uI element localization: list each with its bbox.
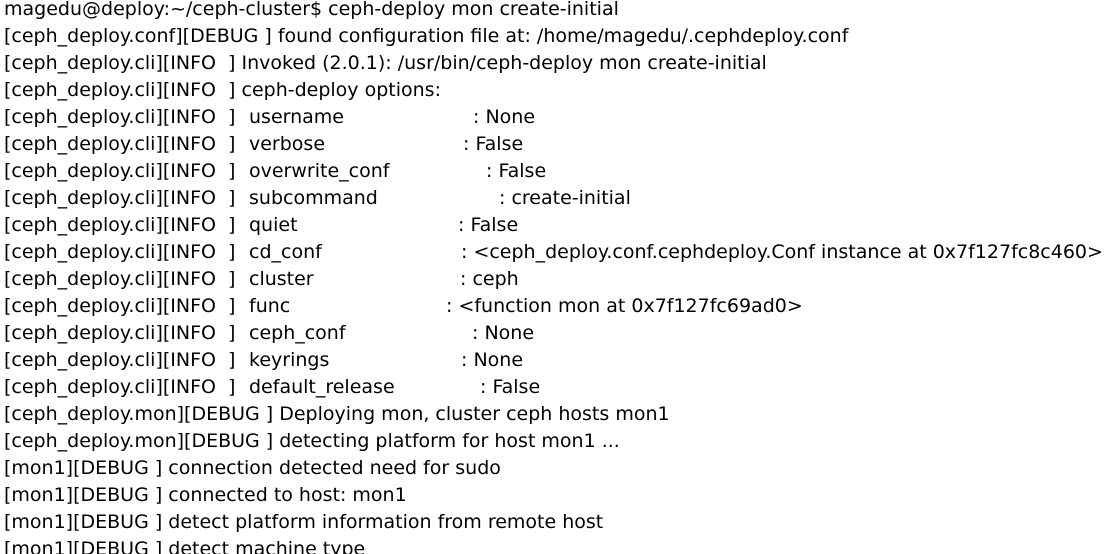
option-value: : <function mon at 0x7f127fc69ad0>: [446, 295, 803, 317]
option-line: [ceph_deploy.cli][INFO ] func : <function …: [4, 293, 1110, 320]
option-prefix: [ceph_deploy.cli][INFO ]: [4, 187, 236, 209]
option-prefix: [ceph_deploy.cli][INFO ]: [4, 160, 236, 182]
log-line: [mon1][DEBUG ] connected to host: mon1: [4, 484, 407, 506]
option-value: : False: [458, 214, 519, 236]
option-value: : False: [486, 160, 547, 182]
option-prefix: [ceph_deploy.cli][INFO ]: [4, 295, 236, 317]
option-name: ceph_conf: [249, 322, 346, 344]
option-value: : None: [472, 322, 535, 344]
option-value: : <ceph_deploy.conf.cephdeploy.Conf inst…: [461, 241, 1103, 263]
log-line: [ceph_deploy.mon][DEBUG ] detecting plat…: [4, 430, 620, 452]
option-line: [ceph_deploy.cli][INFO ] verbose : False: [4, 131, 1110, 158]
option-name: cluster: [249, 268, 314, 290]
log-line: [mon1][DEBUG ] connection detected need …: [4, 457, 501, 479]
option-prefix: [ceph_deploy.cli][INFO ]: [4, 241, 236, 263]
option-line: [ceph_deploy.cli][INFO ] subcommand : crea…: [4, 185, 1110, 212]
option-prefix: [ceph_deploy.cli][INFO ]: [4, 349, 236, 371]
log-line: [mon1][DEBUG ] detect machine type: [4, 538, 366, 554]
option-line: [ceph_deploy.cli][INFO ] quiet : False: [4, 212, 1110, 239]
option-prefix: [ceph_deploy.cli][INFO ]: [4, 268, 236, 290]
option-prefix: [ceph_deploy.cli][INFO ]: [4, 376, 236, 398]
option-name: default_release: [249, 376, 395, 398]
log-line: [mon1][DEBUG ] detect platform informati…: [4, 511, 604, 533]
option-value: : None: [461, 349, 524, 371]
option-value: : None: [473, 106, 536, 128]
option-name: overwrite_conf: [249, 160, 390, 182]
option-value: : False: [463, 133, 524, 155]
option-line: [ceph_deploy.cli][INFO ] default_release:…: [4, 374, 1110, 401]
option-name: username: [249, 106, 344, 128]
log-line: [ceph_deploy.mon][DEBUG ] Deploying mon,…: [4, 403, 670, 425]
option-line: [ceph_deploy.cli][INFO ] overwrite_conf : …: [4, 158, 1110, 185]
option-prefix: [ceph_deploy.cli][INFO ]: [4, 214, 236, 236]
option-line: [ceph_deploy.cli][INFO ] keyrings : None: [4, 347, 1110, 374]
option-value: : create-initial: [499, 187, 631, 209]
option-line: [ceph_deploy.cli][INFO ] cluster : ceph: [4, 266, 1110, 293]
option-name: verbose: [249, 133, 326, 155]
prompt-line: magedu@deploy:~/ceph-cluster$ ceph-deplo…: [4, 0, 619, 20]
log-line: [ceph_deploy.cli][INFO ] ceph-deploy opt…: [4, 79, 441, 101]
option-prefix: [ceph_deploy.cli][INFO ]: [4, 106, 236, 128]
option-line: [ceph_deploy.cli][INFO ] username : None: [4, 104, 1110, 131]
option-value: : False: [480, 376, 541, 398]
log-line: [ceph_deploy.cli][INFO ] Invoked (2.0.1)…: [4, 52, 767, 74]
option-prefix: [ceph_deploy.cli][INFO ]: [4, 322, 236, 344]
option-line: [ceph_deploy.cli][INFO ] ceph_conf : None: [4, 320, 1110, 347]
option-name: keyrings: [249, 349, 330, 371]
option-line: [ceph_deploy.cli][INFO ] cd_conf : <ceph_d…: [4, 239, 1110, 266]
option-name: func: [249, 295, 291, 317]
option-name: subcommand: [249, 187, 378, 209]
option-name: cd_conf: [249, 241, 322, 263]
log-line: [ceph_deploy.conf][DEBUG ] found configu…: [4, 25, 849, 47]
option-name: quiet: [249, 214, 298, 236]
option-value: : ceph: [460, 268, 519, 290]
option-prefix: [ceph_deploy.cli][INFO ]: [4, 133, 236, 155]
